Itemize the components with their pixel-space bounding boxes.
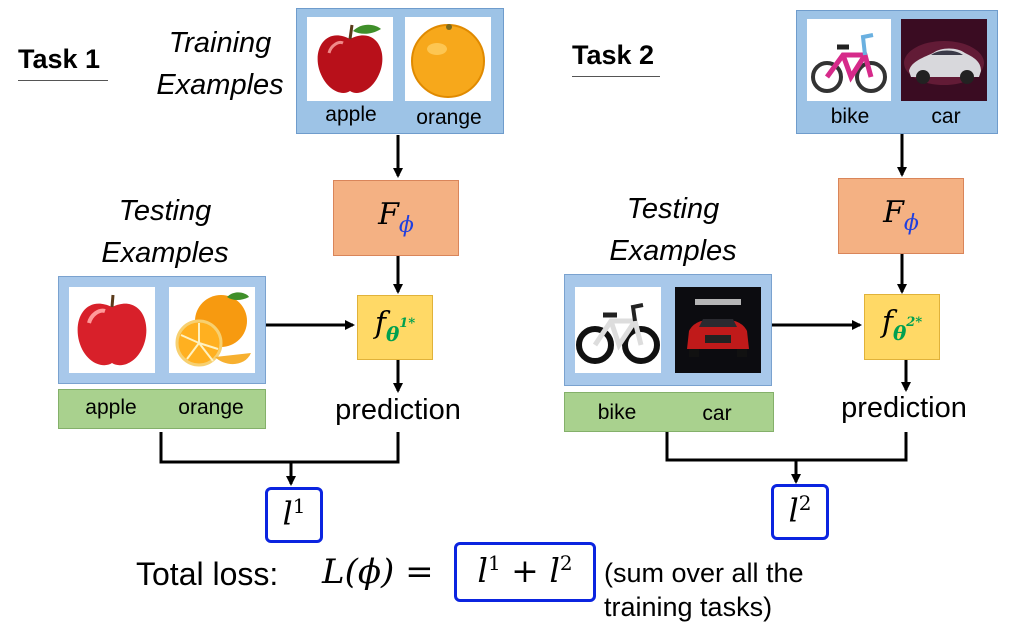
loss-symbol: l (788, 491, 799, 530)
task2-loss-box: l2 (771, 484, 829, 540)
total-loss-sum: l1 + l2 (457, 551, 593, 590)
orange-image (405, 17, 491, 101)
task2-testing-examples-box (564, 274, 772, 386)
plus-sign: + (511, 551, 539, 590)
apple-image (307, 17, 393, 101)
total-loss-note: (sum over all the training tasks) (604, 556, 804, 624)
car-image (901, 19, 987, 101)
F-symbol: F (883, 195, 904, 230)
total-loss-label: Total loss: (136, 556, 279, 592)
test-item-orange: orange (178, 396, 244, 419)
F-symbol: F (378, 197, 399, 232)
task2-training-examples-box: bike car (796, 10, 998, 134)
train-item-car: car (931, 105, 961, 128)
theta-superscript: 2* (906, 315, 923, 330)
training-label-line2: Examples (156, 69, 284, 101)
task2-test-labels-bar: bike car (564, 392, 774, 432)
F-phi-label: Fϕ (334, 197, 458, 238)
note-line1: (sum over all the (604, 558, 804, 588)
test-item-bike: bike (597, 401, 637, 424)
task2-F-phi-box: Fϕ (838, 178, 964, 254)
theta-subscript: θ (385, 322, 400, 346)
f-theta-label: fθ2* (865, 305, 939, 345)
task1-title: Task 1 (18, 44, 101, 74)
F-phi-label: Fϕ (839, 195, 963, 236)
note-line2: training tasks) (604, 592, 773, 622)
task2-prediction: prediction (841, 392, 967, 424)
f-symbol: f (881, 305, 893, 340)
term1-superscript: 1 (487, 551, 501, 575)
test-item-apple: apple (85, 396, 137, 419)
term2-base: l (549, 551, 560, 590)
train-item-bike: bike (830, 105, 870, 128)
total-loss-lhs: L(ϕ) = (322, 552, 434, 592)
task1-test-labels-bar: apple orange (58, 389, 266, 429)
loss-superscript: 2 (798, 491, 812, 515)
task2-testing-label: Testing Examples (588, 188, 758, 272)
car-image (675, 287, 761, 373)
testing-label-line1: Testing (626, 193, 720, 225)
testing-label-line1: Testing (118, 195, 212, 227)
merge-line-1 (159, 432, 400, 464)
training-label-line1: Training (168, 27, 272, 59)
train-item-apple: apple (325, 103, 377, 126)
task1-loss-box: l1 (265, 487, 323, 543)
apple-image (69, 287, 155, 373)
train-item-orange: orange (416, 106, 482, 129)
orange-image (169, 287, 255, 373)
theta-superscript: 1* (399, 316, 416, 331)
task1-testing-label: Testing Examples (80, 190, 250, 274)
task1-training-label: Training Examples (140, 22, 300, 106)
f-symbol: f (374, 306, 386, 341)
theta-subscript: θ (892, 321, 907, 345)
testing-label-line2: Examples (101, 237, 229, 269)
testing-label-line2: Examples (609, 235, 737, 267)
test-item-car: car (702, 402, 732, 425)
task1-F-phi-box: Fϕ (333, 180, 459, 256)
loss-symbol: l (282, 494, 293, 533)
loss-2-label: l2 (774, 491, 826, 530)
task1-testing-examples-box (58, 276, 266, 384)
loss-superscript: 1 (292, 494, 306, 518)
term1-base: l (477, 551, 488, 590)
task2-title-underline (572, 76, 660, 77)
phi-subscript: ϕ (398, 213, 414, 238)
task1-training-examples-box: apple orange (296, 8, 504, 134)
merge-line-2 (665, 432, 908, 462)
task1-title-underline (18, 80, 108, 81)
task1-f-theta-box: fθ1* (357, 295, 433, 360)
task2-title: Task 2 (572, 40, 655, 70)
bike-image (575, 287, 661, 373)
term2-superscript: 2 (559, 551, 573, 575)
task2-f-theta-box: fθ2* (864, 294, 940, 360)
task1-prediction: prediction (335, 394, 461, 426)
f-theta-label: fθ1* (358, 306, 432, 346)
phi-subscript: ϕ (903, 211, 919, 236)
total-loss-sum-box: l1 + l2 (454, 542, 596, 602)
loss-1-label: l1 (268, 494, 320, 533)
bike-image (807, 19, 891, 101)
